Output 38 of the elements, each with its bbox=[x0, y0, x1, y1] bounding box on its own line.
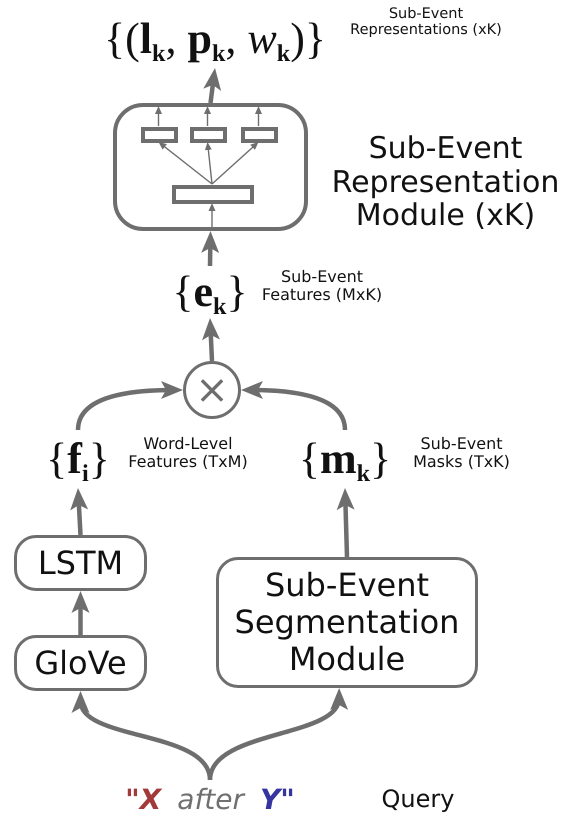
arrow bbox=[241, 381, 348, 430]
node-caption: Sub-Event Representations (xK) bbox=[349, 6, 503, 38]
arrow bbox=[255, 106, 262, 126]
math-formula: {m$_{k}$} bbox=[290, 430, 400, 488]
layer-bar bbox=[241, 127, 278, 143]
arrow bbox=[158, 142, 212, 185]
math-formula: {f$_{i}$} bbox=[38, 430, 118, 488]
arrow bbox=[336, 488, 355, 558]
multiply-circle: × bbox=[183, 361, 241, 419]
node-caption: Sub-Event Masks (TxK) bbox=[412, 435, 511, 471]
module-box bbox=[113, 103, 308, 231]
arrow bbox=[201, 231, 220, 266]
process-box: GloVe bbox=[14, 635, 147, 691]
query-word: "X bbox=[125, 782, 162, 816]
arrow bbox=[155, 106, 162, 126]
node-caption: Word-Level Features (TxM) bbox=[127, 435, 249, 471]
layer-bar bbox=[172, 185, 254, 204]
arrow bbox=[208, 688, 345, 780]
arrow bbox=[208, 203, 216, 228]
arrow bbox=[70, 488, 88, 536]
node-caption: Query bbox=[380, 786, 456, 813]
node-caption: Sub-Event Features (MxK) bbox=[260, 268, 384, 304]
arrow bbox=[204, 106, 211, 126]
node-caption: Sub-Event Representation Module (xK) bbox=[330, 132, 560, 233]
arrow bbox=[76, 381, 183, 430]
arrow bbox=[203, 68, 222, 104]
layer-bar bbox=[141, 127, 178, 143]
math-formula: {(l$_{k}$, p$_{k}$, w$_{k}$)} bbox=[95, 10, 335, 68]
process-box: Sub-Event Segmentation Module bbox=[216, 557, 478, 688]
query-word: Y" bbox=[260, 782, 295, 816]
math-formula: {e$_{k}$} bbox=[165, 266, 255, 318]
layer-bar bbox=[190, 127, 227, 143]
arrow bbox=[72, 591, 90, 635]
query-word: after bbox=[177, 782, 244, 816]
arrow bbox=[204, 142, 213, 184]
process-box: LSTM bbox=[14, 535, 147, 591]
arrow bbox=[202, 318, 220, 362]
arrow bbox=[212, 142, 258, 185]
